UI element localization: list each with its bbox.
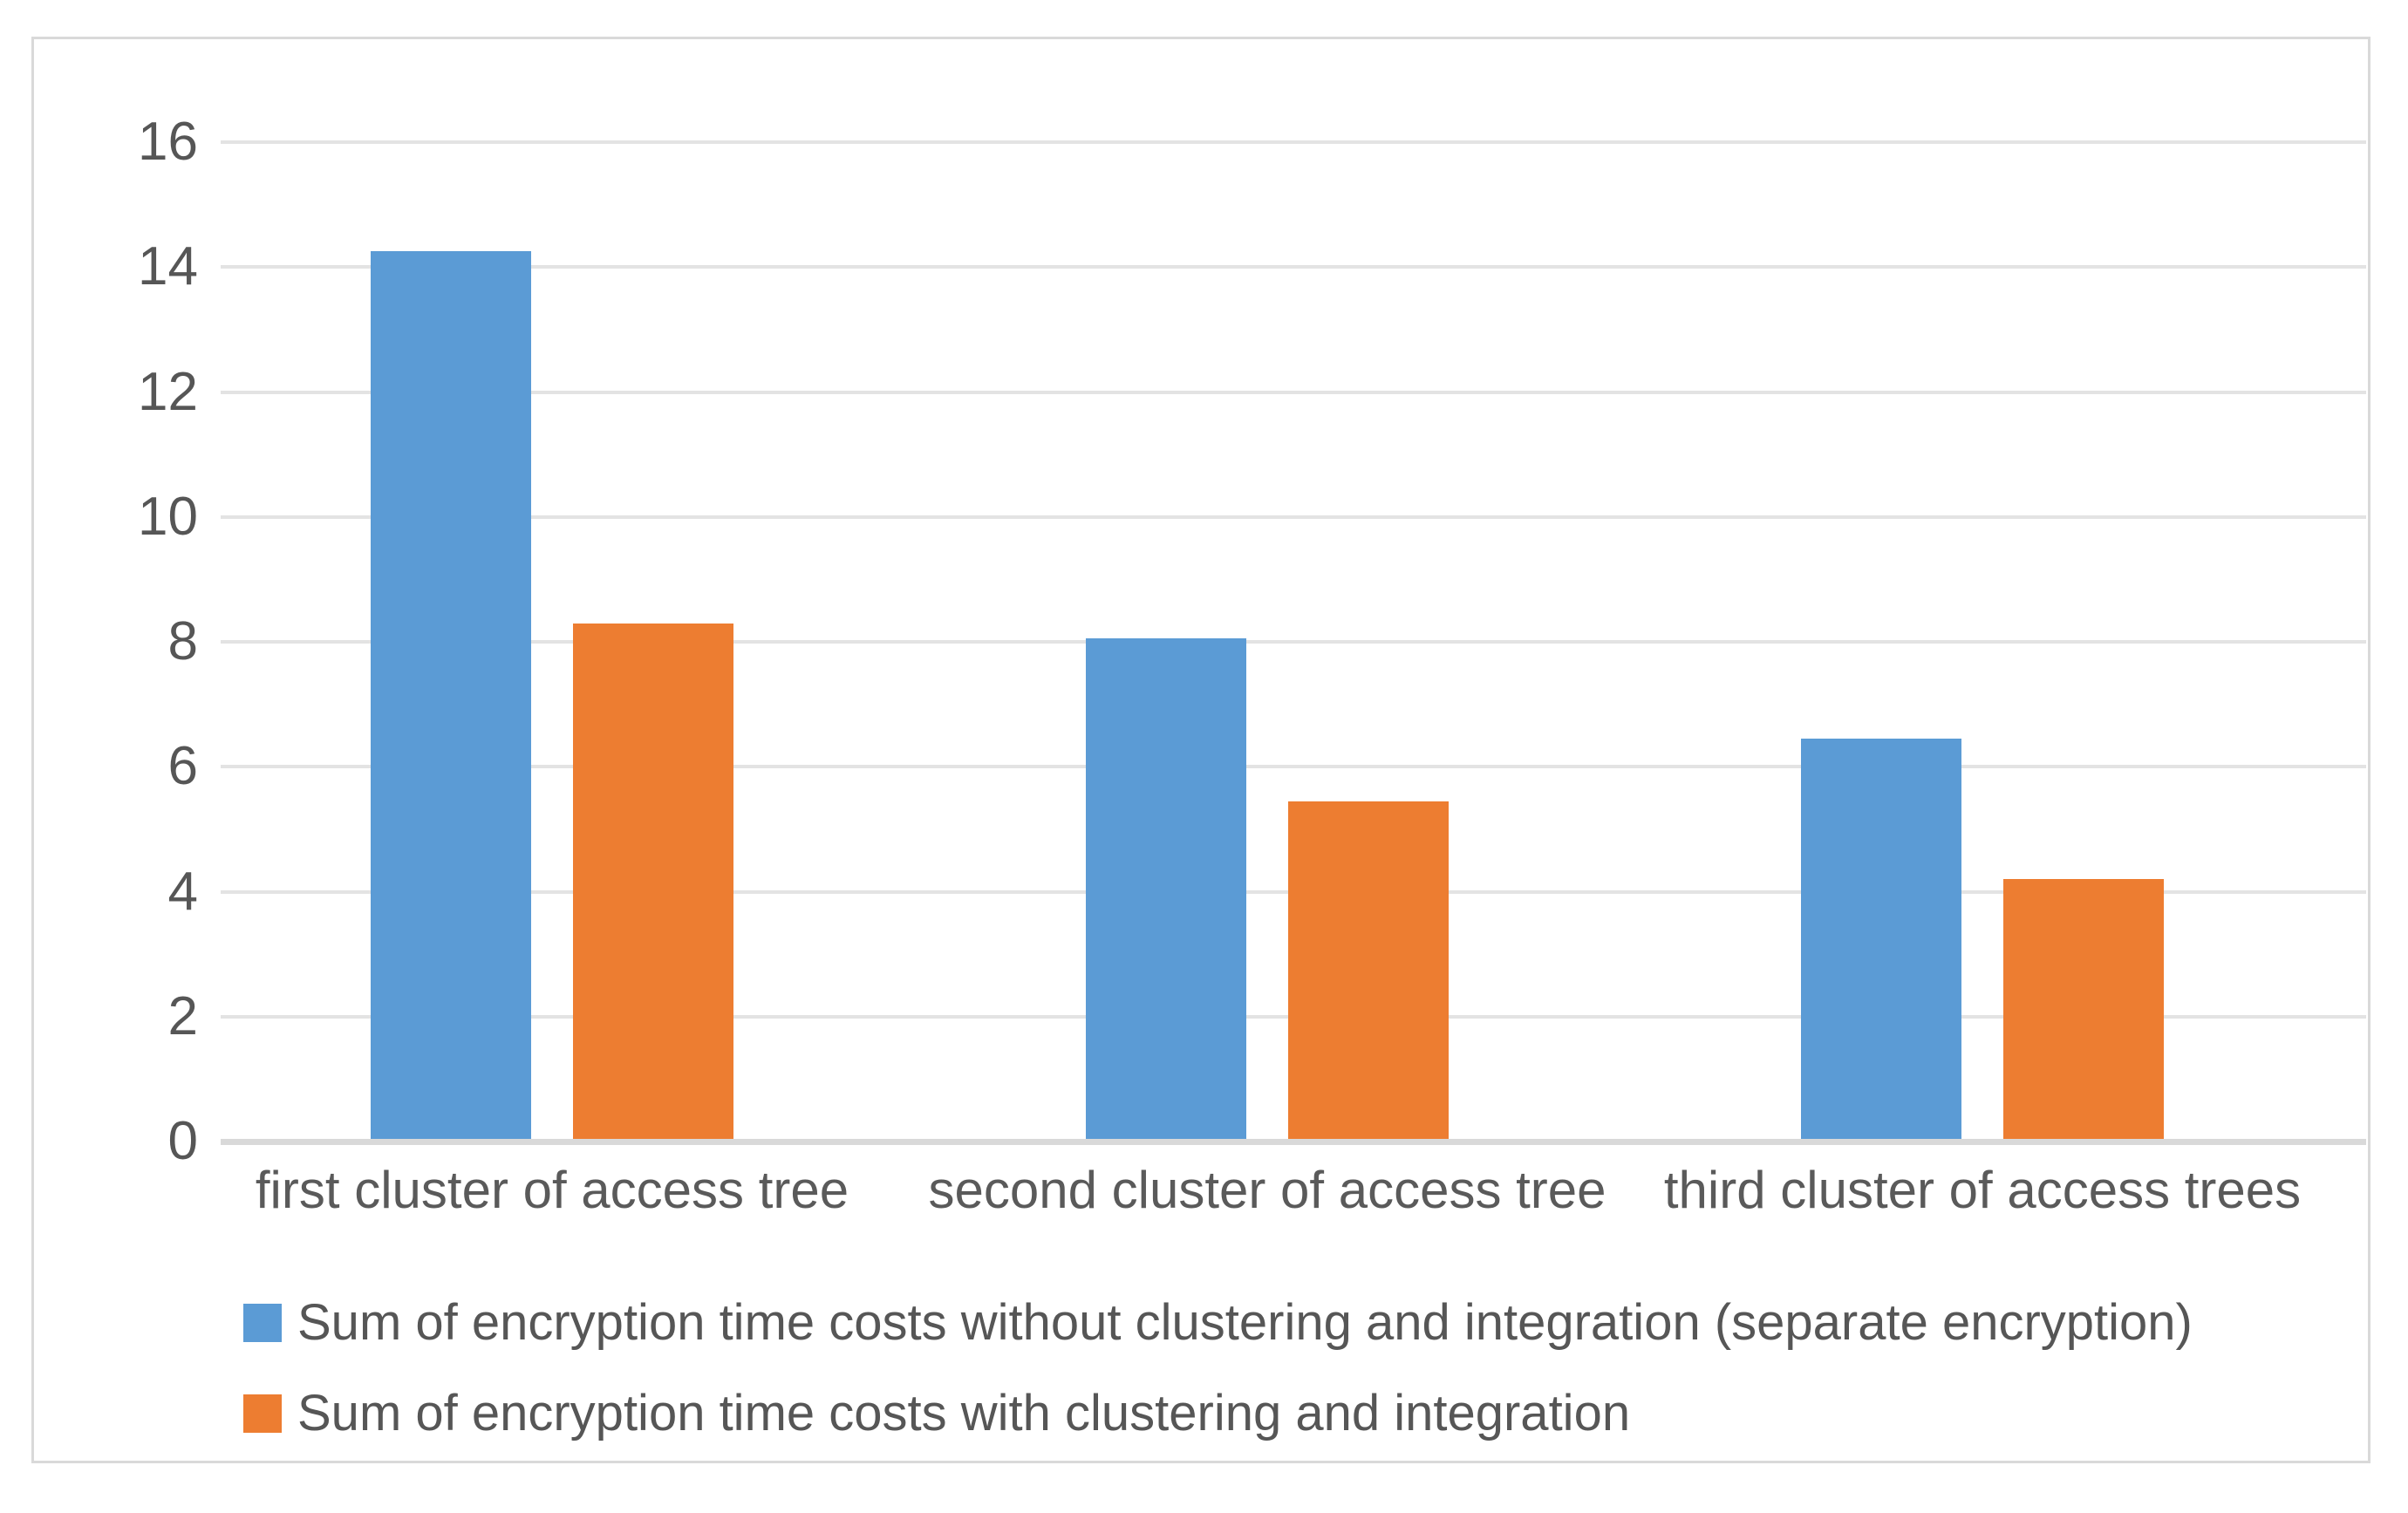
y-axis-tick-label: 6: [167, 736, 198, 797]
x-axis-category-label: first cluster of access tree: [255, 1161, 849, 1219]
x-axis-baseline: [221, 1139, 2366, 1145]
gridline: [221, 765, 2366, 769]
y-axis-tick-label: 12: [138, 361, 198, 422]
y-axis-tick-label: 8: [167, 611, 198, 671]
legend-label: Sum of encryption time costs without clu…: [297, 1294, 2193, 1351]
y-axis-tick-label: 16: [138, 112, 198, 172]
legend-label: Sum of encryption time costs with cluste…: [297, 1385, 1631, 1441]
y-axis-tick-label: 10: [138, 486, 198, 547]
x-axis-category-labels: first cluster of access tree second clust…: [221, 1164, 2366, 1234]
bar: [2003, 879, 2164, 1142]
legend-swatch-icon: [243, 1394, 282, 1433]
x-axis-category-label: third cluster of access trees: [1663, 1161, 2302, 1219]
legend-swatch-icon: [243, 1304, 282, 1342]
plot-area: [221, 140, 2366, 1145]
gridline: [221, 265, 2366, 269]
gridline: [221, 640, 2366, 644]
bar: [1801, 739, 1961, 1142]
bar: [1288, 801, 1449, 1142]
y-axis-tick-label: 14: [138, 236, 198, 297]
y-axis-tick-label: 4: [167, 861, 198, 922]
bar: [371, 251, 531, 1142]
chart-frame: 16 14 12 10 8 6 4 2 0 first cluster of access tr…: [31, 37, 2370, 1463]
y-axis-tick-label: 2: [167, 985, 198, 1046]
legend-item[interactable]: Sum of encryption time costs with cluste…: [34, 1368, 2373, 1459]
gridline: [221, 140, 2366, 144]
gridline: [221, 390, 2366, 394]
bar: [1086, 638, 1246, 1142]
gridline: [221, 515, 2366, 519]
bar: [573, 623, 733, 1142]
chart-legend: Sum of encryption time costs without clu…: [34, 1278, 2373, 1459]
y-axis-tick-label: 0: [167, 1111, 198, 1171]
legend-item[interactable]: Sum of encryption time costs without clu…: [34, 1278, 2373, 1368]
x-axis-category-label: second cluster of access tree: [928, 1161, 1606, 1219]
